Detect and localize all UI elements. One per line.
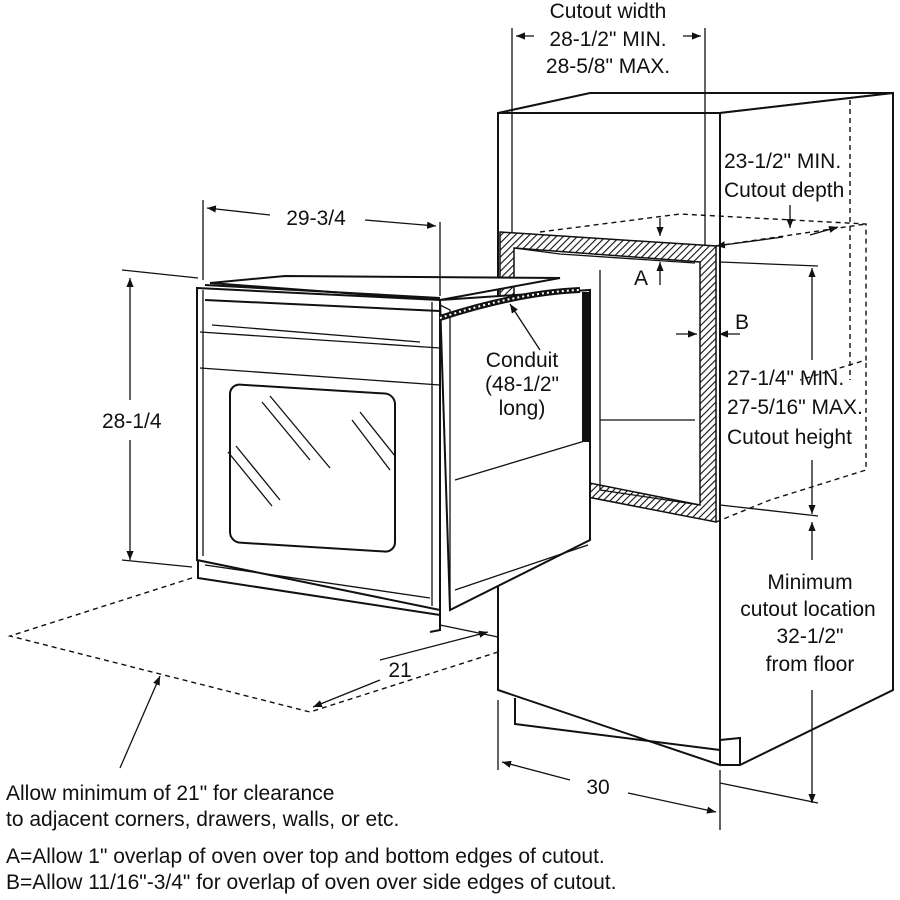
note-b: B=Allow 11/16"-3/4" for overlap of oven … — [6, 871, 616, 894]
cutout-height-min: 27-1/4" MIN. — [727, 367, 844, 390]
cutout-depth-min: 23-1/2" MIN. — [724, 150, 841, 173]
wall-oven — [196, 274, 591, 633]
conduit-label-3: long) — [499, 397, 546, 420]
cutout-depth-title: Cutout depth — [724, 179, 844, 202]
cutout-height-max: 27-5/16" MAX. — [727, 396, 863, 419]
min-location-1: Minimum — [767, 571, 852, 594]
min-location-2: cutout location — [740, 598, 875, 621]
floor-clearance-area — [7, 577, 499, 713]
note-a: A=Allow 1" overlap of oven over top and … — [6, 845, 605, 868]
clearance-note-1: Allow minimum of 21" for clearance — [6, 782, 334, 805]
dimension-labels: Cutout width 28-1/2" MIN. 28-5/8" MAX. 2… — [102, 0, 876, 799]
conduit-label-1: Conduit — [486, 349, 559, 372]
marker-a: A — [634, 267, 648, 290]
cabinet — [497, 91, 894, 767]
clearance-note-2: to adjacent corners, drawers, walls, or … — [6, 808, 399, 831]
conduit-label-2: (48-1/2" — [485, 373, 559, 396]
oven-height-label: 28-1/4 — [102, 410, 162, 433]
oven-depth-label: 21 — [388, 659, 411, 682]
marker-b: B — [735, 311, 749, 334]
cutout-width-max: 28-5/8" MAX. — [546, 55, 670, 78]
oven-width-label: 29-3/4 — [286, 207, 346, 230]
min-location-4: from floor — [766, 653, 855, 676]
dimension-lines — [119, 28, 839, 830]
cutout-width-min: 28-1/2" MIN. — [549, 28, 666, 51]
notes: Allow minimum of 21" for clearance to ad… — [6, 782, 616, 894]
cutout-width-title: Cutout width — [550, 0, 667, 23]
cabinet-width-label: 30 — [586, 776, 609, 799]
cutout-height-title: Cutout height — [727, 426, 852, 449]
min-location-3: 32-1/2" — [777, 625, 844, 648]
